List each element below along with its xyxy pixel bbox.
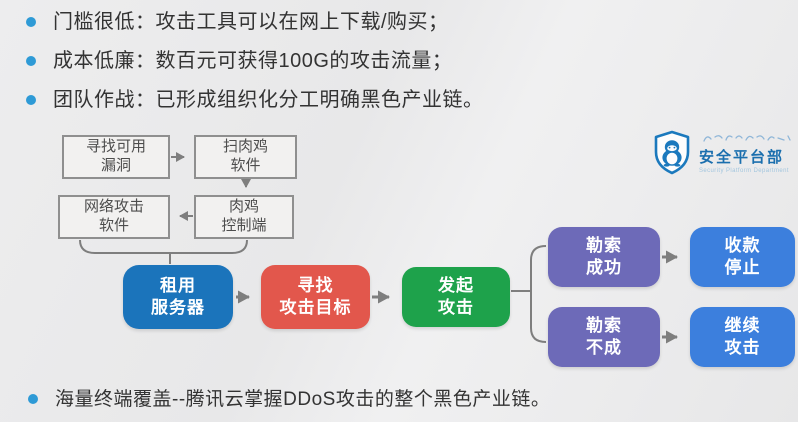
node-label-line: 勒索 [586, 235, 622, 255]
calligraphy-slogan [703, 135, 791, 142]
node-label-line: 发起 [438, 275, 474, 295]
node-label-line: 漏洞 [100, 157, 131, 174]
bullet-text: 团队作战：已形成组织化分工明确黑色产业链。 [53, 89, 484, 111]
node-label-line: 继续 [724, 315, 761, 335]
node-find-vulnerabilities: 寻找可用 漏洞 [62, 135, 170, 179]
node-label-line: 控制端 [221, 217, 267, 234]
node-label-line: 成功 [586, 258, 622, 277]
logo-subtitle: Security Platform Department [699, 168, 789, 174]
footer-bullet: 海量终端覆盖--腾讯云掌握DDoS攻击的整个黑色产业链。 [24, 386, 550, 414]
node-label-line: 攻击目标 [279, 298, 352, 317]
bullet-dot-icon [26, 17, 36, 27]
shield-penguin-icon [654, 130, 690, 175]
node-collect-payment-stop: 收款 停止 [690, 227, 795, 287]
security-platform-logo: 安全平台部 Security Platform Department [652, 130, 793, 176]
node-label-line: 服务器 [151, 298, 205, 317]
bullet-item: 门槛很低：攻击工具可以在网上下载/购买； [22, 8, 484, 36]
node-bot-controller: 肉鸡 控制端 [194, 195, 294, 239]
node-network-attack-software: 网络攻击 软件 [58, 195, 170, 239]
bullet-text: 门槛很低：攻击工具可以在网上下载/购买； [53, 11, 449, 33]
node-extortion-failed: 勒索 不成 [548, 307, 660, 367]
footer-bullet-text: 海量终端覆盖--腾讯云掌握DDoS攻击的整个黑色产业链。 [55, 389, 551, 410]
node-label-line: 勒索 [586, 315, 622, 335]
node-label-line: 攻击 [438, 298, 474, 317]
bullet-item: 团队作战：已形成组织化分工明确黑色产业链。 [22, 86, 484, 114]
node-label-line: 肉鸡 [228, 198, 259, 216]
node-label-line: 扫肉鸡 [222, 138, 268, 156]
bullet-dot-icon [26, 95, 36, 105]
node-label-line: 寻找 [297, 275, 334, 295]
node-label-line: 寻找可用 [85, 138, 146, 156]
node-scan-bot-software: 扫肉鸡 软件 [194, 135, 297, 179]
node-launch-attack: 发起 攻击 [402, 267, 510, 327]
node-extortion-success: 勒索 成功 [548, 227, 660, 287]
bullet-item: 成本低廉：数百元可获得100G的攻击流量； [22, 47, 484, 75]
bullet-dot-icon [26, 56, 36, 66]
node-rent-server: 租用 服务器 [123, 265, 233, 329]
bullet-list: 门槛很低：攻击工具可以在网上下载/购买； 成本低廉：数百元可获得100G的攻击流… [22, 8, 484, 125]
node-find-attack-target: 寻找 攻击目标 [261, 265, 370, 329]
logo-text-block: 安全平台部 Security Platform Department [699, 130, 793, 174]
node-label-line: 租用 [160, 275, 196, 295]
node-label-line: 收款 [724, 235, 761, 255]
node-label-line: 软件 [98, 217, 129, 234]
node-label-line: 停止 [724, 258, 761, 277]
node-label-line: 不成 [586, 338, 622, 357]
node-label-line: 软件 [230, 157, 261, 174]
node-label-line: 攻击 [724, 338, 761, 357]
node-label-line: 网络攻击 [83, 198, 144, 216]
bullet-text: 成本低廉：数百元可获得100G的攻击流量； [53, 50, 453, 72]
node-continue-attack: 继续 攻击 [690, 307, 795, 367]
logo-name: 安全平台部 [699, 149, 785, 166]
bullet-dot-icon [28, 394, 38, 404]
